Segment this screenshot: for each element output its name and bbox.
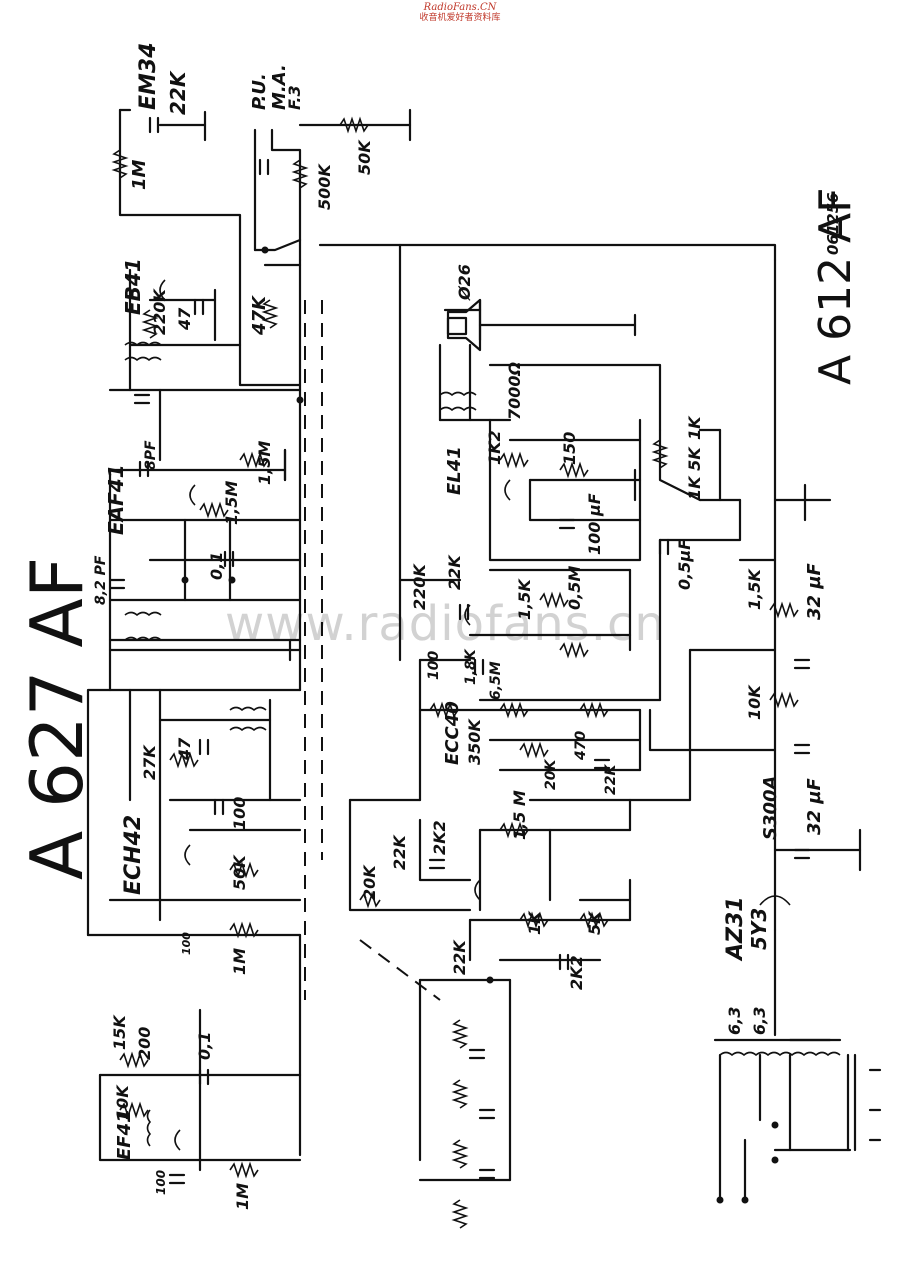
label-r-1k-5k: 1K 5K — [685, 446, 704, 500]
model-label-right: A 612 AF — [810, 188, 861, 385]
tube-ecc40: ECC40 — [442, 701, 463, 765]
label-r-1-5k-b: 1,5K — [745, 568, 764, 610]
label-c-8pf: 8PF — [143, 440, 159, 470]
label-r-20k-b: 20K — [360, 864, 379, 900]
label-c-2k2-a: 2K2 — [430, 820, 449, 855]
label-c-22k-em34: 22K — [166, 70, 190, 115]
label-c-0-1-b: 0,1 — [195, 1032, 214, 1060]
resistors — [111, 116, 799, 1229]
label-r-50k-ech: 50K — [230, 854, 249, 890]
label-c-22k-c: 22K — [390, 834, 409, 870]
tube-az31: AZ31 — [723, 896, 748, 962]
label-r-1k-b: 1K — [525, 910, 544, 935]
label-c-200: 200 — [135, 1027, 154, 1060]
label-r-220k-b: 220K — [410, 563, 429, 610]
circuit-wiring — [86, 108, 862, 1202]
label-c-470: 470 — [573, 731, 589, 761]
label-r-1-8k: 1,8K — [463, 648, 479, 685]
label-heater-1: 6,3 — [725, 1007, 744, 1035]
label-r-1m-a: 1M — [230, 948, 249, 975]
label-c-8-2pf: 8,2 PF — [93, 555, 109, 605]
label-r-47k: 47K — [249, 294, 270, 336]
tube-5y3: 5Y3 — [747, 908, 771, 950]
label-c-100-b: 100 — [180, 932, 193, 955]
input-ma: M.A. — [269, 64, 290, 110]
label-z-7000: 7000Ω — [505, 362, 524, 420]
label-r-1-5m-a: 1,5M — [255, 441, 274, 485]
label-r-10k: 10K — [113, 1084, 132, 1120]
speaker-icon — [446, 298, 482, 352]
tube-eb41: EB41 — [121, 258, 145, 315]
tube-ech42: ECH42 — [121, 815, 146, 895]
label-c-47-ech: 47 — [175, 737, 194, 761]
tube-s300a: S300A — [760, 776, 781, 840]
label-c-22k-d: 22K — [450, 939, 469, 975]
coils — [124, 341, 882, 1152]
site-header: RadioFans.CN 收音机爱好者资料库 — [0, 2, 920, 24]
label-c-22k-b: 22K — [603, 764, 619, 795]
label-r-10k-b: 10K — [745, 684, 764, 720]
watermark: www.radiofans.cn — [225, 596, 666, 652]
label-r-500k: 500K — [315, 163, 334, 210]
label-c-0-05uf: 0,5µF — [675, 539, 694, 590]
tube-eaf41: EAF41 — [104, 464, 128, 535]
label-r-20k-a: 20K — [543, 759, 559, 790]
label-r-1k2: 1K2 — [485, 430, 504, 465]
label-r-1-5m-b: 1,5M — [222, 481, 241, 525]
label-r-5k: 5K — [585, 910, 604, 935]
date-label: 061256 — [824, 192, 842, 255]
label-c-0-1-a: 0,1 — [207, 552, 226, 580]
input-f3: F.3 — [285, 85, 304, 110]
tube-el41: EL41 — [444, 446, 465, 495]
label-c-2k2-b: 2K2 — [567, 955, 586, 990]
label-r-150: 150 — [560, 432, 579, 465]
site-subtitle: 收音机爱好者资料库 — [419, 13, 501, 23]
label-c-22k-a: 22K — [445, 554, 464, 590]
label-heater-2: 6,3 — [750, 1007, 769, 1035]
label-r-220k-eb41: 220K — [150, 288, 169, 335]
label-r-1m-b: 1M — [233, 1183, 252, 1210]
label-r-1-5k-a: 1,5K — [515, 578, 534, 620]
label-c-32uf-a: 32 µF — [804, 562, 825, 620]
label-r-6-5m: 6,5M — [488, 661, 504, 700]
label-r-50k-top: 50K — [355, 139, 374, 175]
site-name: RadioFans.CN — [423, 2, 497, 13]
label-r-1m-em34: 1M — [129, 159, 150, 190]
label-c-100-ech: 100 — [230, 797, 249, 830]
label-r-350k: 350K — [465, 718, 484, 765]
tube-envelopes — [159, 279, 791, 1151]
tube-em34: EM34 — [136, 42, 161, 110]
label-r-1-5m-c: 1,5 M — [510, 790, 529, 840]
label-r-27k: 27K — [140, 744, 159, 780]
label-r-1k-a: 1K — [685, 415, 704, 440]
label-r-0-5m: 0,5M — [565, 566, 584, 610]
label-r-15k: 15K — [110, 1014, 129, 1050]
label-c-100-d: 100 — [426, 651, 442, 680]
label-c-32uf-b: 32 µF — [804, 777, 825, 835]
label-c-100-c: 100 — [154, 1170, 168, 1195]
ground-symbols — [283, 448, 637, 832]
capacitors — [108, 116, 811, 1185]
labels: A 627 AF A 612 AF 061256 EM34 EB41 EAF41… — [15, 42, 861, 1210]
speaker-label: Ø26 — [455, 264, 474, 301]
input-pu: P.U. — [249, 73, 270, 110]
model-label-left: A 627 AF — [15, 557, 99, 880]
label-c-47-eb41: 47 — [175, 307, 194, 331]
label-c-100uf: 100 µF — [585, 493, 604, 555]
tube-ef41: EF41 — [114, 1110, 135, 1160]
junctions — [181, 246, 779, 1204]
